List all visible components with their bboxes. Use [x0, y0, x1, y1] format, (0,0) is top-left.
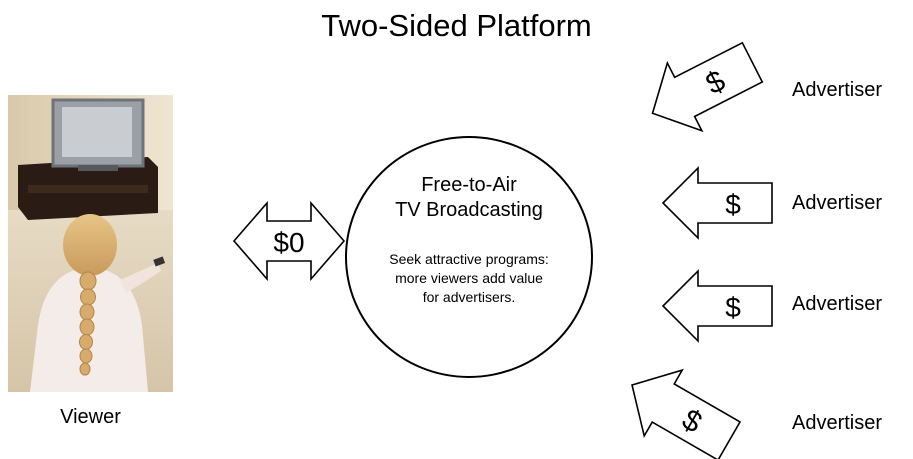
platform-title-line1: Free-to-Air: [421, 174, 517, 196]
viewer-label: Viewer: [60, 406, 121, 428]
advertiser-label-1: Advertiser: [792, 79, 883, 101]
advertiser-label-2: Advertiser: [792, 192, 883, 214]
viewer-exchange-arrow: $0: [232, 200, 346, 282]
platform-desc-line3: for advertisers.: [422, 289, 516, 305]
platform-desc-line2: more viewers add value: [395, 270, 543, 286]
advertiser-label-4: Advertiser: [792, 412, 883, 434]
advertiser-arrow-3: $: [661, 269, 773, 343]
viewer-exchange-label: $0: [273, 227, 304, 258]
advertiser-label-3: Advertiser: [792, 293, 883, 315]
platform-desc-line1: Seek attractive programs:: [389, 251, 549, 267]
diagram-title: Two-Sided Platform: [321, 8, 592, 43]
platform-circle: [345, 136, 593, 378]
viewer-photo: [8, 95, 173, 392]
advertiser-arrow-1: $: [651, 41, 764, 133]
platform-title-line2: TV Broadcasting: [395, 199, 543, 221]
advertiser-payment-2: $: [725, 189, 741, 220]
advertiser-arrow-4: $: [631, 368, 742, 459]
advertiser-payment-3: $: [725, 292, 741, 323]
advertiser-arrow-2: $: [661, 166, 773, 240]
